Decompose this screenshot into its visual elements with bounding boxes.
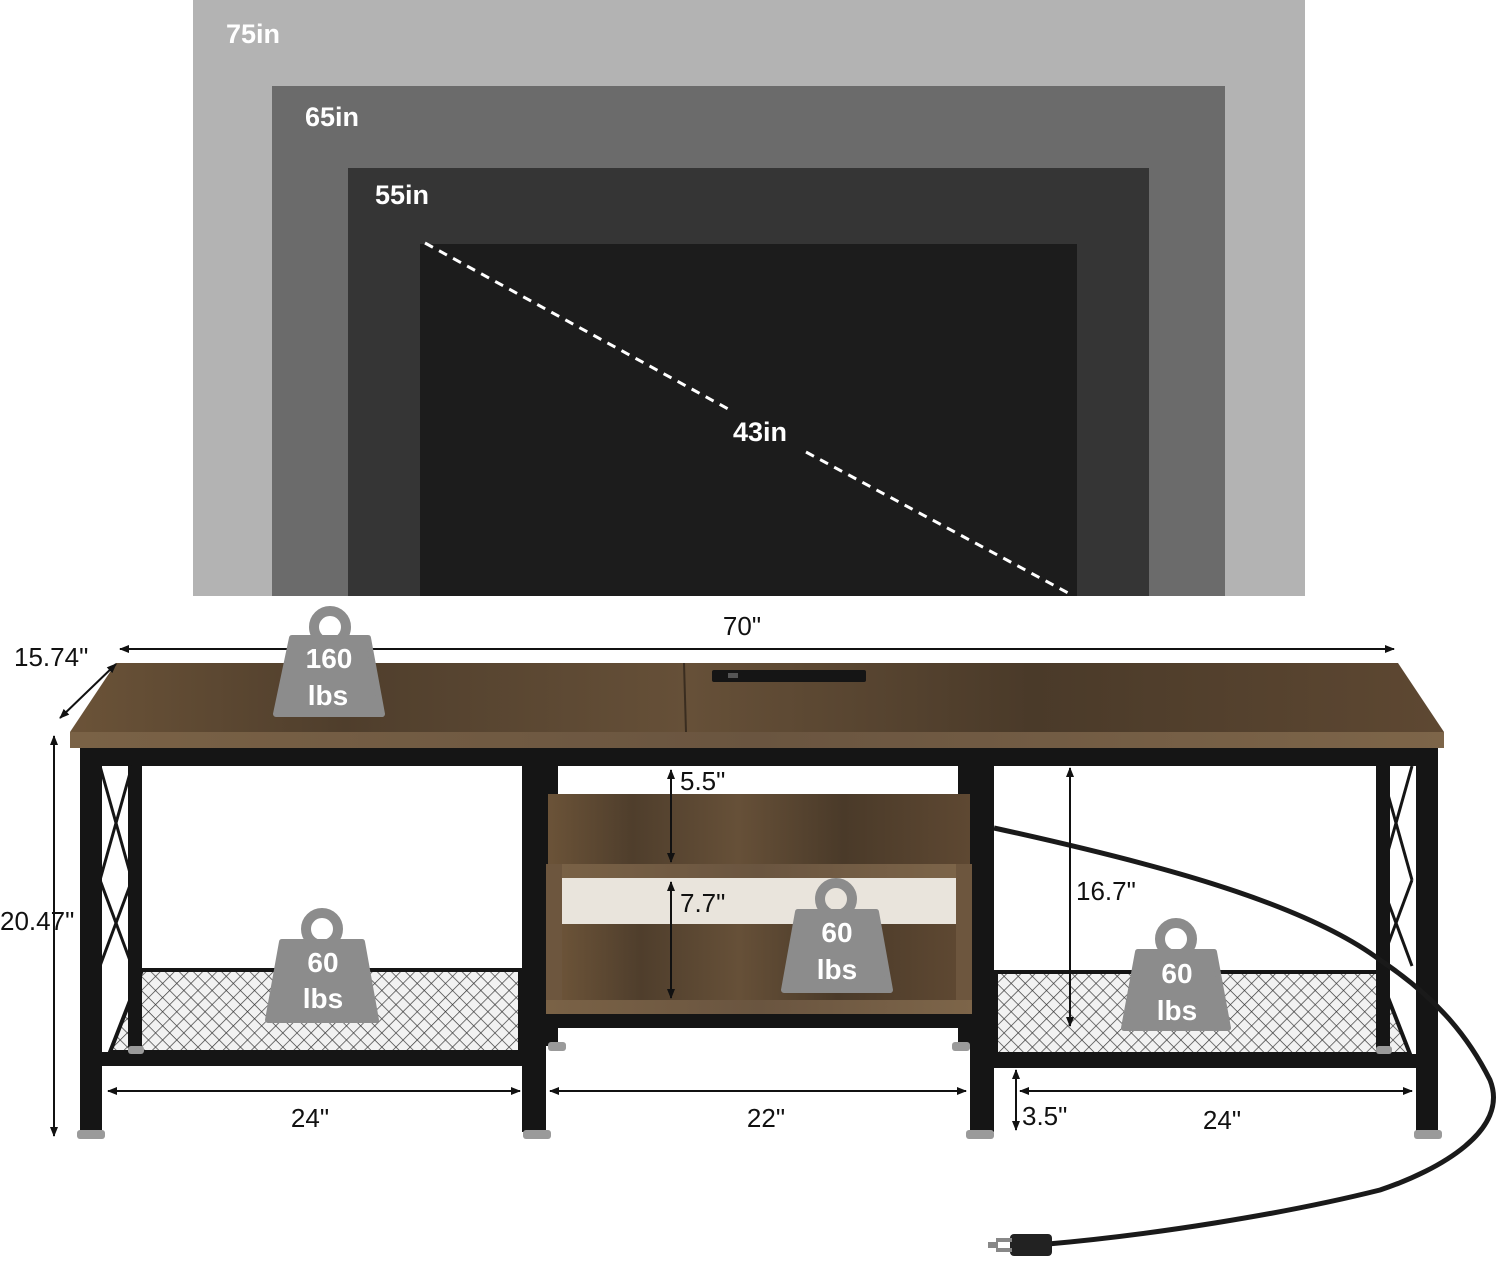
left-bay-width-label: 24"	[291, 1103, 329, 1133]
ground-clearance-label: 3.5"	[1022, 1101, 1067, 1131]
tv-75in-label: 75in	[226, 19, 280, 49]
leg-front-right	[1416, 748, 1438, 1132]
leg-back-left	[128, 766, 142, 1054]
left-bottom-rail	[100, 1052, 524, 1066]
weight-icon-top: 160 lbs	[273, 606, 385, 717]
right-bay-width-label: 24"	[1203, 1105, 1241, 1135]
dimension-labels: 70" 15.74" 20.47" 24" 22" 24" 5.5" 7.7" …	[0, 611, 1241, 1135]
leg-center-right	[970, 748, 994, 1132]
center-bottom-rail	[546, 1012, 972, 1028]
power-cord	[993, 825, 1496, 1247]
power-outlet-strip	[712, 670, 866, 682]
center-cabinet-base	[546, 1000, 972, 1014]
leg-back-right	[1376, 766, 1390, 1054]
back-top-rail	[80, 748, 1438, 766]
leg-center-left	[522, 748, 546, 1132]
center-cabinet-opening	[562, 878, 956, 924]
diagonal-measure-line-lower	[805, 450, 1071, 596]
middle-compartment-height-label: 7.7"	[680, 888, 725, 918]
weight-icon-right-shelf: 60 lbs	[1121, 918, 1231, 1031]
weight-center-value: 60	[821, 917, 852, 948]
weight-center-unit: lbs	[817, 954, 857, 985]
tabletop-split-line	[683, 662, 687, 733]
center-cabinet-middle-shelf	[546, 864, 972, 878]
tv-65in-label: 65in	[305, 102, 359, 132]
weight-icon-left-shelf: 60 lbs	[265, 908, 379, 1023]
top-compartment-height-label: 5.5"	[680, 766, 725, 796]
side-clearance-height-label: 16.7"	[1076, 876, 1136, 906]
tabletop-front-edge	[70, 732, 1444, 748]
tabletop-surface	[70, 663, 1444, 732]
power-outlet-usb-port	[728, 673, 738, 678]
power-plug-icon	[988, 1234, 1052, 1256]
overall-width-label: 70"	[723, 611, 761, 641]
tv-43in-label: 43in	[733, 417, 787, 447]
tv-55in-label: 55in	[375, 180, 429, 210]
weight-right-unit: lbs	[1157, 995, 1197, 1026]
right-bottom-rail	[994, 1054, 1418, 1068]
weight-left-value: 60	[307, 947, 338, 978]
weight-left-unit: lbs	[303, 983, 343, 1014]
left-x-brace	[98, 765, 134, 967]
diagonal-measure-line	[424, 241, 731, 412]
depth-dimension-line	[59, 663, 117, 719]
feet	[77, 1042, 1442, 1139]
weight-icon-center-shelf: 60 lbs	[781, 878, 893, 993]
center-cabinet-lower-shelf	[562, 924, 956, 1002]
depth-label: 15.74"	[14, 642, 88, 672]
center-bay-width-label: 22"	[747, 1103, 785, 1133]
weight-top-value: 160	[306, 643, 353, 674]
tv-size-comparison: 75in 65in 55in 43in	[193, 0, 1305, 596]
weight-top-unit: lbs	[308, 680, 348, 711]
weight-right-value: 60	[1161, 958, 1192, 989]
height-label: 20.47"	[0, 906, 74, 936]
center-cabinet-left-side	[546, 864, 562, 1014]
center-cabinet-right-side	[956, 864, 972, 1014]
center-cabinet-upper-panel	[548, 794, 970, 866]
leg-front-left	[80, 748, 102, 1132]
